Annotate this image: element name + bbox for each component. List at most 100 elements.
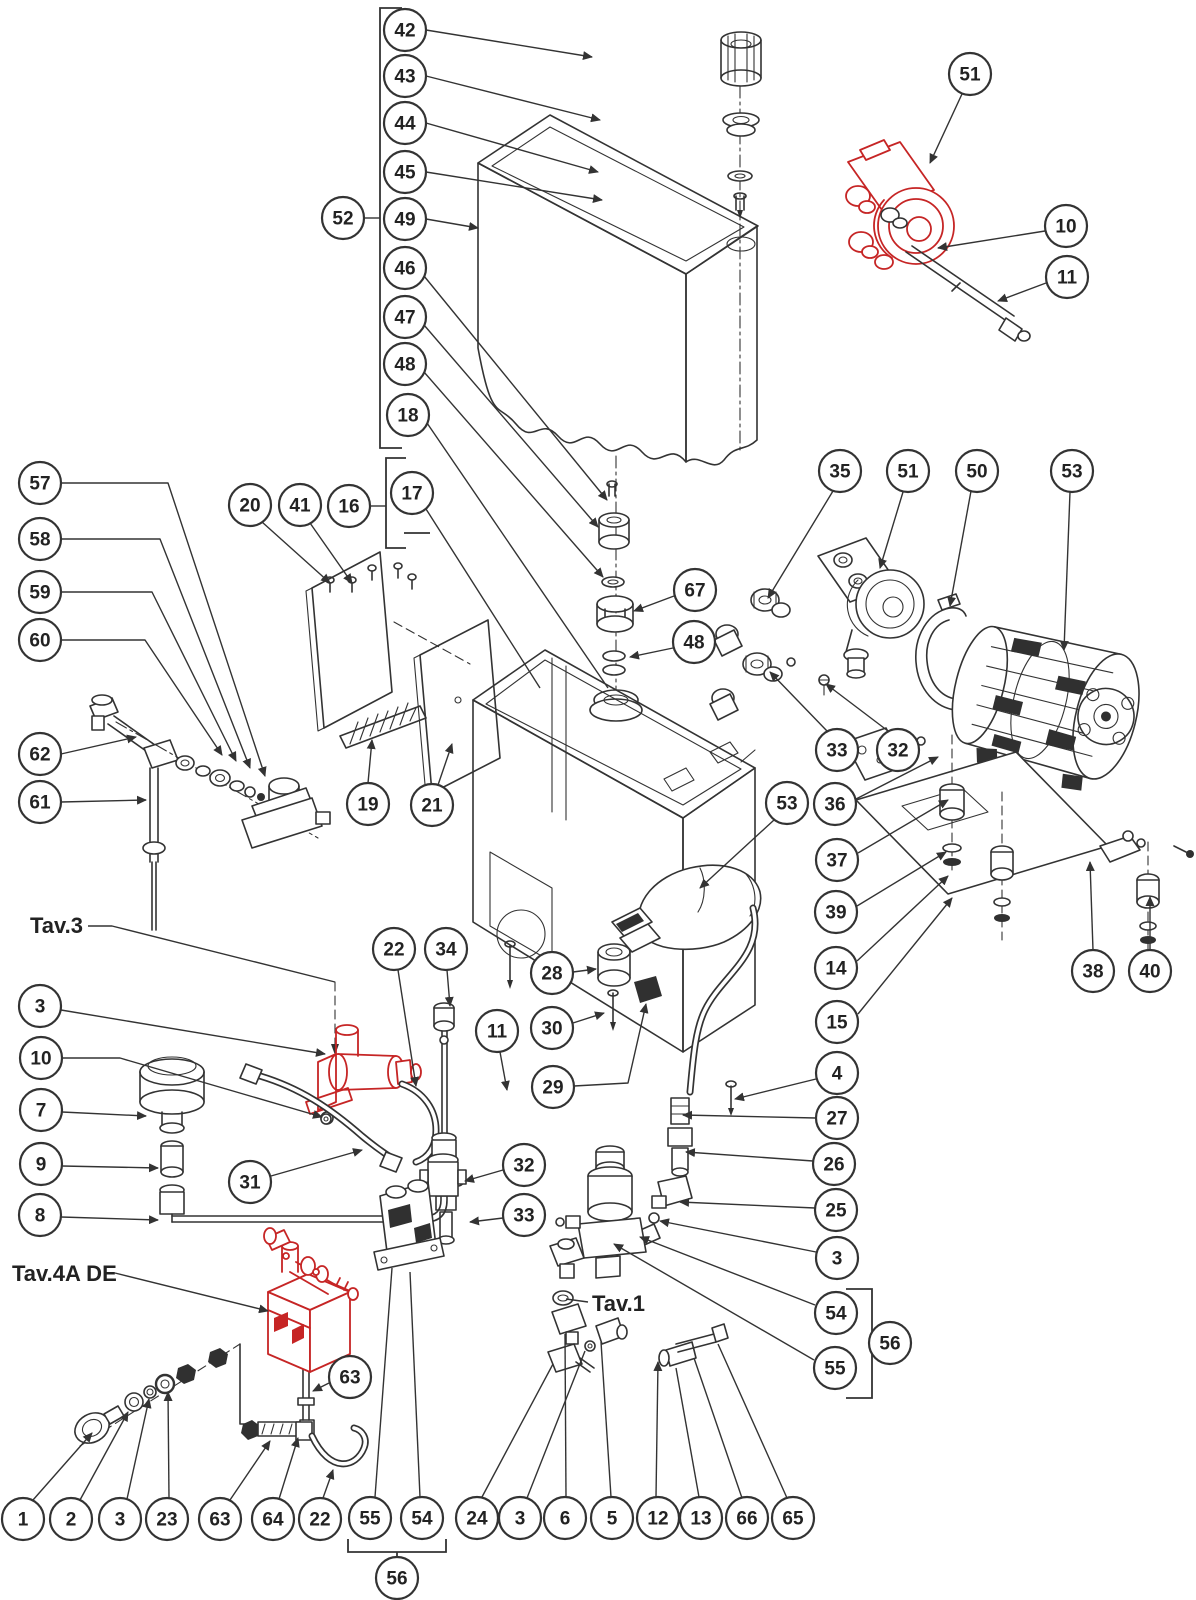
- balloon-27: [814, 1095, 860, 1141]
- leader-line-47: [423, 324, 599, 528]
- balloon-number-3: 3: [832, 1249, 843, 1270]
- balloon-39: [813, 889, 859, 935]
- balloon-number-28: 28: [541, 964, 562, 985]
- leader-line-46: [423, 275, 608, 501]
- balloon-number-55: 55: [359, 1509, 381, 1530]
- leader-line-48: [423, 371, 604, 578]
- balloon-number-48: 48: [683, 633, 704, 654]
- balloon-42: [382, 7, 428, 53]
- leader-line-9: [61, 1163, 159, 1173]
- balloon-number-3: 3: [115, 1510, 126, 1531]
- leader-line-63: [312, 1382, 330, 1392]
- balloon-30: [529, 1005, 575, 1051]
- balloon-18: [385, 392, 431, 438]
- balloon-number-9: 9: [36, 1155, 47, 1176]
- balloon-11: [1044, 254, 1090, 300]
- balloon-62: [17, 731, 63, 777]
- balloon-52: [320, 195, 366, 241]
- balloon-number-16: 16: [338, 497, 359, 518]
- leader-line-22: [322, 1469, 335, 1499]
- balloon-50: [954, 448, 1000, 494]
- balloon-number-49: 49: [394, 210, 415, 231]
- hose-curved-22: [398, 1080, 440, 1166]
- balloon-11: [474, 1008, 520, 1054]
- balloon-number-63: 63: [339, 1368, 360, 1389]
- leader-line-19: [366, 739, 376, 784]
- balloon-number-31: 31: [239, 1173, 261, 1194]
- balloon-number-64: 64: [262, 1510, 284, 1531]
- leader-line-22: [397, 969, 420, 1087]
- balloon-34: [423, 926, 469, 972]
- leader-line-38: [1085, 861, 1095, 951]
- balloon-33: [501, 1192, 547, 1238]
- balloon-number-10: 10: [30, 1049, 51, 1070]
- balloon-number-8: 8: [35, 1206, 46, 1227]
- label-leader-tav1: [565, 1298, 589, 1303]
- balloon-number-66: 66: [736, 1509, 757, 1530]
- balloon-1: [0, 1496, 46, 1542]
- balloon-22: [371, 926, 417, 972]
- leader-line-18: [426, 422, 609, 689]
- balloon-40: [1127, 948, 1173, 994]
- balloon-61: [17, 779, 63, 825]
- balloon-48: [671, 619, 717, 665]
- balloon-55: [812, 1345, 858, 1391]
- leader-line-48: [629, 647, 674, 660]
- leader-line-5: [600, 1341, 612, 1498]
- balloon-55: [347, 1495, 393, 1541]
- leader-line-65: [717, 1343, 788, 1499]
- balloon-number-25: 25: [825, 1201, 847, 1222]
- balloon-66: [724, 1495, 770, 1541]
- leader-line-2: [79, 1411, 129, 1501]
- balloon-49: [382, 196, 428, 242]
- balloon-number-27: 27: [826, 1109, 847, 1130]
- balloon-26: [811, 1141, 857, 1187]
- balloon-41: [277, 482, 323, 528]
- label-leader-tav3: [88, 925, 336, 983]
- balloon-23: [144, 1496, 190, 1542]
- balloon-number-19: 19: [357, 795, 378, 816]
- balloon-48: [382, 341, 428, 387]
- balloon-number-41: 41: [289, 496, 311, 517]
- balloon-8: [17, 1192, 63, 1238]
- leader-line-58: [61, 538, 251, 769]
- pump-head-external: [709, 537, 925, 721]
- leader-line-64: [278, 1437, 300, 1500]
- balloon-number-17: 17: [401, 484, 422, 505]
- balloon-19: [345, 781, 391, 827]
- leader-line-7: [61, 1111, 147, 1121]
- balloon-3: [497, 1495, 543, 1541]
- balloon-number-30: 30: [541, 1019, 562, 1040]
- balloon-number-18: 18: [397, 406, 418, 427]
- balloon-number-42: 42: [394, 21, 415, 42]
- expansion-vessel-assembly: [139, 1056, 448, 1223]
- balloon-number-54: 54: [825, 1304, 847, 1325]
- balloon-number-2: 2: [66, 1510, 77, 1531]
- leader-line-67: [633, 595, 675, 613]
- leader-line-24: [481, 1363, 554, 1498]
- leader-line-55: [374, 1267, 393, 1498]
- leader-line-13: [675, 1367, 700, 1498]
- leader-line-66: [693, 1357, 743, 1499]
- balloon-4: [814, 1050, 860, 1096]
- balloon-13: [678, 1495, 724, 1541]
- balloon-36: [812, 781, 858, 827]
- braided-hose-10: [239, 1063, 403, 1173]
- balloon-6: [542, 1495, 588, 1541]
- balloon-number-22: 22: [383, 940, 404, 961]
- label-leader-tav4a: [114, 1272, 269, 1314]
- leader-line-59: [61, 591, 237, 762]
- balloon-number-59: 59: [29, 583, 50, 604]
- leader-line-50: [947, 490, 972, 607]
- leader-line-30: [572, 1011, 605, 1024]
- balloon-number-63: 63: [209, 1510, 230, 1531]
- balloon-number-65: 65: [782, 1509, 804, 1530]
- balloon-number-23: 23: [156, 1510, 177, 1531]
- balloon-44: [382, 100, 428, 146]
- motor-bracket: [844, 727, 1194, 953]
- balloon-number-24: 24: [466, 1509, 488, 1530]
- balloon-20: [227, 482, 273, 528]
- leader-line-63: [229, 1440, 271, 1501]
- leader-line-32: [464, 1169, 504, 1183]
- leader-line-54: [409, 1271, 421, 1498]
